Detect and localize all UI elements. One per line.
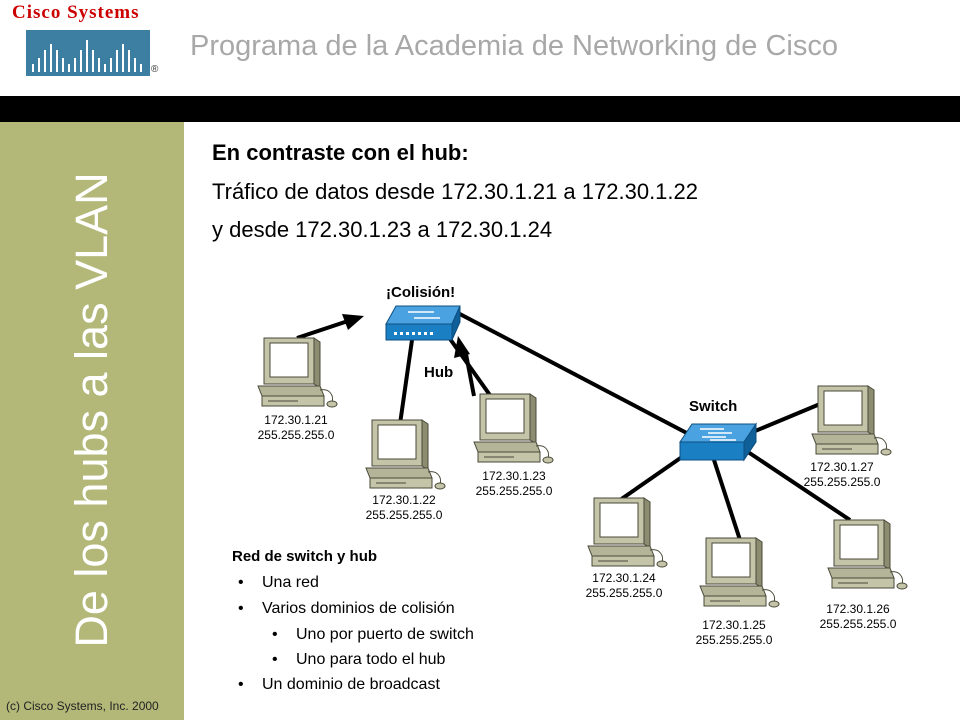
summary-subitem: • Uno por puerto de switch [272,626,474,643]
summary-item: • Una red [238,574,319,591]
pc-172-30-1-24-icon [587,497,668,568]
registered-mark: ® [151,64,159,75]
arrowhead-pc23-to-hub [454,336,470,358]
content-heading: En contraste con el hub: [212,140,469,165]
header-divider-bar [0,96,960,122]
summary-item: • Varios dominios de colisión [238,600,455,617]
pc-172-30-1-21-icon [257,337,338,408]
content-line-1: Tráfico de datos desde 172.30.1.21 a 172… [212,179,698,204]
arrow-pc21-to-hub [296,319,349,340]
page-title: Programa de la Academia de Networking de… [190,30,838,62]
hub-label: Hub [424,364,454,381]
arrow-pc23-to-hub [464,353,476,397]
bullet-icon: • [238,574,244,591]
summary-title: Red de switch y hub [232,548,378,565]
switch-label: Switch [689,398,738,415]
traffic-arrows [296,314,476,397]
bullet-icon: • [238,600,244,617]
pc-172-30-1-26-icon [827,519,908,590]
link-hub-switch [455,310,701,442]
switch-device-icon [679,422,757,462]
summary-item: • Un dominio de broadcast [238,676,440,693]
summary-subitem: • Uno para todo el hub [272,651,446,668]
pc-172-30-1-27-icon [811,385,892,456]
hub-device-icon [385,305,461,341]
sidebar [0,122,184,720]
bullet-icon: • [272,651,278,668]
arrowhead-pc21-to-hub [342,314,364,330]
content-line-2: y desde 172.30.1.23 a 172.30.1.24 [212,217,553,242]
cisco-logo-text: Cisco Systems [12,2,140,23]
link-switch-pc27 [747,402,821,436]
pc-172-30-1-22-icon [365,419,446,490]
bullet-icon: • [238,676,244,693]
link-switch-pc26 [746,450,852,522]
bullet-icon: • [272,626,278,643]
link-switch-pc25 [712,459,742,541]
copyright-notice: (c) Cisco Systems, Inc. 2000 [6,699,159,713]
pc-172-30-1-25-icon [699,537,780,608]
collision-label: ¡Colisión! [386,284,456,301]
cisco-logo-bars-icon [26,30,150,76]
pc-172-30-1-23-icon [473,393,554,464]
link-hub-pc22 [398,339,414,425]
